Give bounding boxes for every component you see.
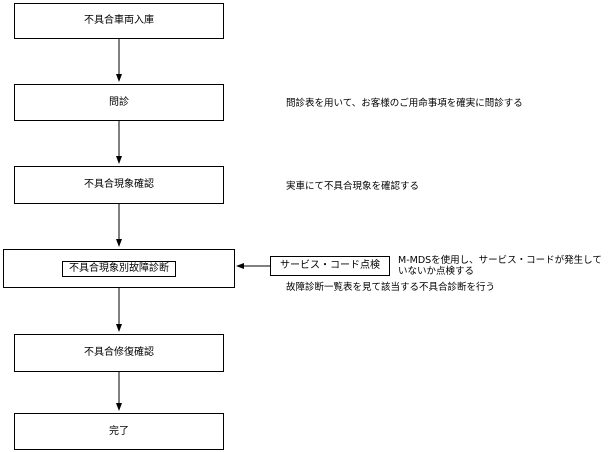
- arrowhead-2-3: [116, 156, 122, 164]
- step-interview-label: 問診: [109, 96, 129, 108]
- step-complete: 完了: [14, 413, 224, 450]
- arrowhead-4-5: [116, 324, 122, 332]
- step-diagnosis: 不具合現象別故障診断: [3, 249, 235, 288]
- note-symptom-confirmation: 実車にて不具合現象を確認する: [286, 181, 420, 192]
- arrowhead-3-4: [116, 239, 122, 247]
- note-service-code-line2: いないか点検する: [398, 266, 475, 277]
- note-diagnosis: 故障診断一覧表を見て該当する不具合診断を行う: [286, 282, 496, 293]
- step-repair-confirmation: 不具合修復確認: [14, 334, 224, 372]
- arrowhead-side: [236, 263, 244, 269]
- arrowhead-1-2: [116, 74, 122, 82]
- service-code-check-label: サービス・コード点検: [280, 260, 380, 271]
- step-complete-label: 完了: [109, 425, 129, 437]
- step-repair-confirmation-label: 不具合修復確認: [84, 347, 154, 358]
- step-vehicle-intake: 不具合車両入庫: [14, 3, 224, 39]
- step-symptom-confirmation-label: 不具合現象確認: [84, 179, 154, 190]
- step-interview: 問診: [14, 84, 224, 121]
- service-code-check-box: サービス・コード点検: [270, 256, 390, 276]
- step-diagnosis-label: 不具合現象別故障診断: [62, 260, 176, 277]
- note-service-code-line1: M-MDSを使用し、サービス・コードが発生して: [398, 255, 602, 266]
- note-interview: 問診表を用いて、お客様のご用命事項を確実に問診する: [286, 98, 523, 109]
- arrowhead-5-6: [116, 403, 122, 411]
- step-vehicle-intake-label: 不具合車両入庫: [84, 15, 154, 26]
- step-symptom-confirmation: 不具合現象確認: [14, 166, 224, 204]
